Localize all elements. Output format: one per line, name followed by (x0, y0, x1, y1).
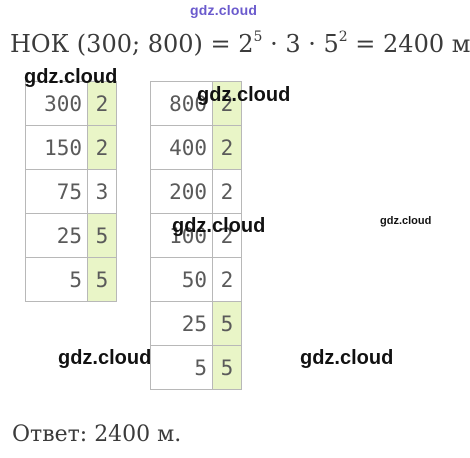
divisor-cell: 2 (87, 125, 117, 170)
divisor-cell: 2 (212, 257, 242, 302)
watermark-top: gdz.cloud (190, 2, 258, 18)
watermark: gdz.cloud (300, 347, 394, 369)
divisor-cell: 2 (212, 169, 242, 214)
dividend-cell: 100 (150, 213, 213, 258)
dividend-cell: 400 (150, 125, 213, 170)
dividend-cell: 5 (150, 345, 213, 390)
formula-prefix: НОК (300; 800) = 2 (10, 30, 254, 58)
divisor-cell: 2 (212, 81, 242, 126)
dividend-cell: 300 (25, 81, 88, 126)
formula-exponent-1: 5 (253, 29, 263, 45)
formula-exponent-2: 2 (338, 29, 348, 45)
divisor-cell: 5 (87, 257, 117, 302)
divisor-cell: 5 (212, 301, 242, 346)
dividend-cell: 150 (25, 125, 88, 170)
divisor-cell: 5 (212, 345, 242, 390)
divisor-cell: 2 (212, 125, 242, 170)
answer-text: Ответ: 2400 м. (12, 422, 182, 447)
watermark: gdz.cloud (380, 215, 432, 227)
dividend-cell: 25 (150, 301, 213, 346)
dividend-cell: 50 (150, 257, 213, 302)
dividend-cell: 75 (25, 169, 88, 214)
formula-middle: · 3 · 5 (262, 30, 339, 58)
dividend-cell: 200 (150, 169, 213, 214)
watermark: gdz.cloud (197, 84, 291, 106)
formula-suffix: = 2400 м (347, 30, 470, 58)
watermark: gdz.cloud (58, 347, 152, 369)
divisor-cell: 2 (212, 213, 242, 258)
divisor-cell: 5 (87, 213, 117, 258)
divisor-cell: 3 (87, 169, 117, 214)
dividend-cell: 5 (25, 257, 88, 302)
dividend-cell: 800 (150, 81, 213, 126)
watermark: gdz.cloud (24, 66, 118, 88)
watermark: gdz.cloud (172, 215, 266, 237)
dividend-cell: 25 (25, 213, 88, 258)
lcm-formula: НОК (300; 800) = 25 · 3 · 52 = 2400 м (10, 30, 470, 58)
